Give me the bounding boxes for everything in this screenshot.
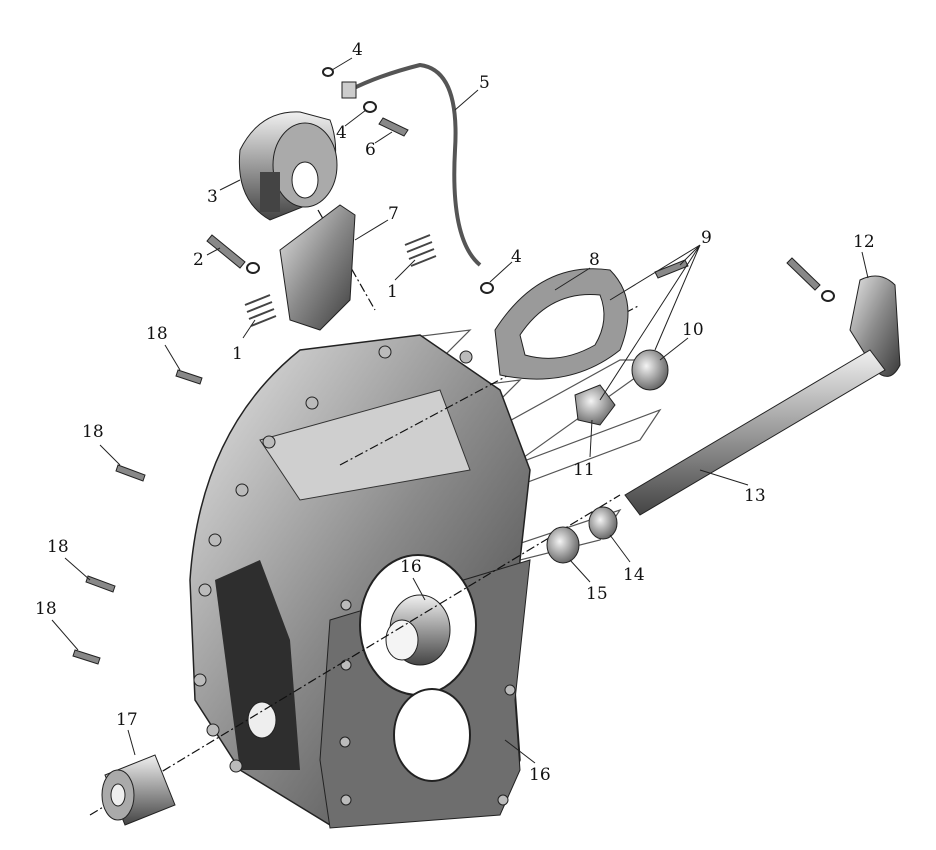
wire-connector [341, 81, 357, 99]
springs [244, 234, 437, 327]
sensor-wire [349, 62, 482, 267]
sensor-body [238, 111, 338, 221]
callout-11: 11 [573, 460, 595, 480]
callout-13: 13 [744, 486, 766, 506]
callout-4: 4 [336, 123, 347, 143]
callout-16: 16 [529, 765, 551, 785]
center-axis-lower [89, 494, 621, 816]
callout-1: 1 [232, 344, 243, 364]
callout-14: 14 [623, 565, 645, 585]
callout-8: 8 [589, 250, 600, 270]
callout-labels: 4 5 4 6 3 7 2 9 4 8 1 12 18 10 1 18 11 1… [35, 40, 875, 785]
center-axis-upper [339, 304, 641, 466]
shaft [624, 349, 886, 516]
callout-7: 7 [388, 204, 399, 224]
callout-4: 4 [511, 247, 522, 267]
callout-1: 1 [387, 282, 398, 302]
callout-15: 15 [586, 584, 608, 604]
callout-5: 5 [479, 73, 490, 93]
bolts [72, 117, 821, 665]
callout-18: 18 [146, 324, 168, 344]
bushing-14 [588, 506, 618, 540]
leader-lines [51, 57, 869, 764]
callout-18: 18 [35, 599, 57, 619]
bushing-15 [546, 526, 580, 564]
callout-10: 10 [682, 320, 704, 340]
bushing-17 [101, 754, 176, 826]
callout-4: 4 [352, 40, 363, 60]
shift-fork [279, 204, 356, 331]
callout-18: 18 [82, 422, 104, 442]
bushing-10 [631, 349, 669, 391]
callout-3: 3 [207, 187, 218, 207]
callout-6: 6 [365, 140, 376, 160]
callout-18: 18 [47, 537, 69, 557]
callout-12: 12 [853, 232, 875, 252]
clutch-housing [189, 334, 531, 829]
callout-17: 17 [116, 710, 138, 730]
washers [246, 67, 835, 302]
callout-9: 9 [701, 228, 712, 248]
callout-2: 2 [193, 250, 204, 270]
callout-16: 16 [400, 557, 422, 577]
nut-11 [574, 384, 616, 426]
